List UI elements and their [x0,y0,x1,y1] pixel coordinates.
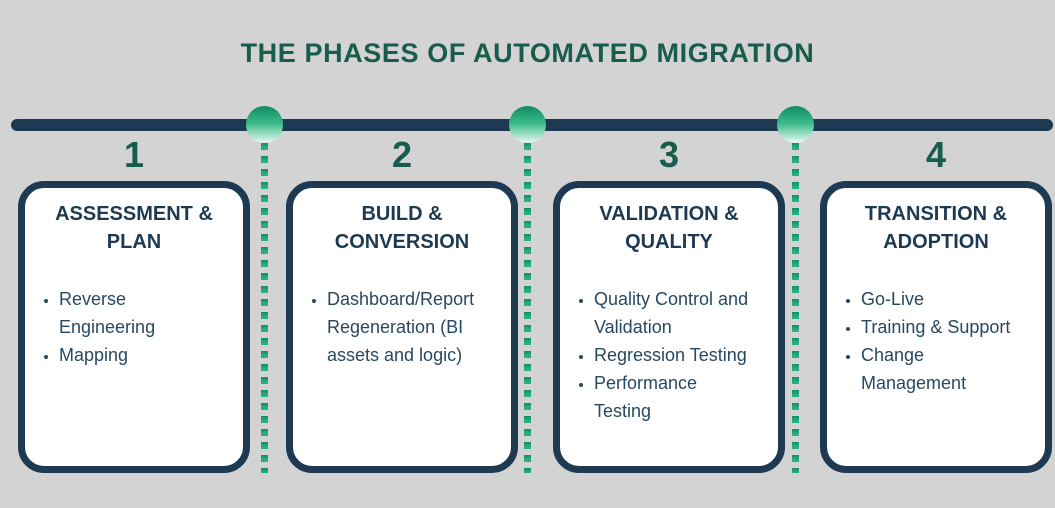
bullet-item: Change Management [861,341,1039,397]
phase-card-heading: TRANSITION & ADOPTION [864,203,1008,253]
phase-divider-dashed-line [261,143,268,473]
phase-card-assessment-plan: ASSESSMENT & PLAN Reverse Engineering Ma… [18,181,250,473]
phase-bullet-list: Quality Control and Validation Regressio… [566,285,772,425]
phase-bullet-list: Reverse Engineering Mapping [31,285,237,369]
phase-card-transition-adoption: TRANSITION & ADOPTION Go-Live Training &… [820,181,1052,473]
timeline-milestone-dot-icon [777,106,814,143]
phase-card-build-conversion: BUILD & CONVERSION Dashboard/Report Rege… [286,181,518,473]
phase-card-validation-quality: VALIDATION & QUALITY Quality Control and… [553,181,785,473]
bullet-item: Go-Live [861,285,1039,313]
bullet-item: Mapping [59,341,237,369]
phase-card-heading: ASSESSMENT & PLAN [55,203,213,253]
timeline-milestone-dot-icon [246,106,283,143]
phase-bullet-list: Dashboard/Report Regeneration (BI assets… [299,285,505,369]
bullet-item: Regression Testing [594,341,772,369]
phase-divider-dashed-line [524,143,531,473]
bullet-item: Quality Control and Validation [594,285,772,341]
bullet-item: Training & Support [861,313,1039,341]
phase-number-1: 1 [123,134,145,175]
bullet-item: Performance Testing [594,369,772,425]
phase-card-heading: BUILD & CONVERSION [334,203,470,253]
bullet-item: Reverse Engineering [59,285,237,341]
phase-card-heading: VALIDATION & QUALITY [599,203,739,253]
phase-number-4: 4 [925,134,947,175]
phase-bullet-list: Go-Live Training & Support Change Manage… [833,285,1039,397]
phase-number-2: 2 [391,134,413,175]
phase-number-3: 3 [658,134,680,175]
timeline-milestone-dot-icon [509,106,546,143]
phase-divider-dashed-line [792,143,799,473]
bullet-item: Dashboard/Report Regeneration (BI assets… [327,285,505,369]
page-title: THE PHASES OF AUTOMATED MIGRATION [240,38,815,68]
